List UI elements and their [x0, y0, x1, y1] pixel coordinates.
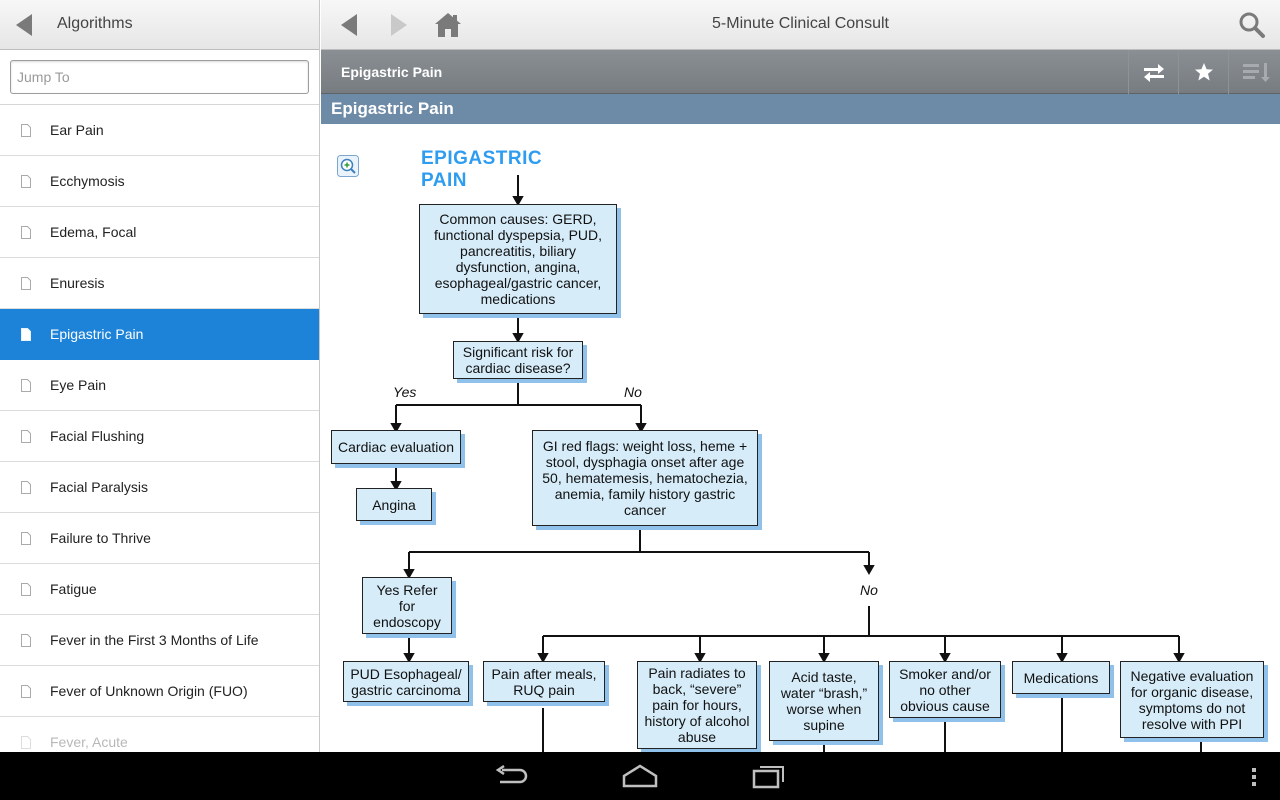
system-navigation-bar: [0, 752, 1280, 800]
recent-apps-icon[interactable]: [751, 762, 787, 790]
list-item-label: Ear Pain: [50, 122, 104, 138]
flow-node-refer-endoscopy: Yes Refer for endoscopy: [362, 577, 452, 634]
list-item[interactable]: Facial Flushing: [0, 411, 319, 462]
swap-button[interactable]: [1128, 50, 1178, 94]
flow-node-pain-radiates: Pain radiates to back, “severe” pain for…: [637, 661, 757, 749]
list-item-label: Fever, Acute: [50, 734, 128, 750]
favorite-button[interactable]: [1178, 50, 1228, 94]
list-item-label: Facial Flushing: [50, 428, 145, 444]
list-item-label: Eye Pain: [50, 377, 107, 393]
zoom-in-icon[interactable]: [337, 155, 359, 177]
list-item[interactable]: Fever of Unknown Origin (FUO): [0, 666, 319, 717]
document-icon: [21, 328, 31, 341]
app-title: 5-Minute Clinical Consult: [712, 15, 889, 32]
home-icon[interactable]: [433, 10, 463, 40]
document-icon: [21, 685, 31, 698]
forward-arrow-icon[interactable]: [385, 10, 415, 40]
list-item-label: Edema, Focal: [50, 224, 137, 240]
document-icon: [21, 379, 31, 392]
flow-node-cardiac-evaluation: Cardiac evaluation: [331, 430, 461, 464]
document-icon: [21, 226, 31, 239]
star-icon: [1195, 63, 1213, 81]
list-item[interactable]: Fatigue: [0, 564, 319, 615]
jump-to-input[interactable]: [10, 60, 309, 94]
sidebar-header: Algorithms: [0, 0, 319, 50]
sort-list-icon: [1243, 63, 1270, 82]
flow-label-yes: Yes: [393, 384, 417, 400]
list-item[interactable]: Eye Pain: [0, 360, 319, 411]
algorithms-sidebar: Algorithms Ear Pain Ecchymosis Edema, Fo…: [0, 0, 320, 752]
document-icon: [21, 736, 31, 749]
section-header: Epigastric Pain: [321, 94, 1280, 124]
top-toolbar: 5-Minute Clinical Consult: [321, 0, 1280, 50]
jump-to-container: [0, 50, 319, 105]
algorithm-list: Ear Pain Ecchymosis Edema, Focal Enuresi…: [0, 105, 319, 752]
back-arrow-icon[interactable]: [333, 10, 363, 40]
list-item[interactable]: Ear Pain: [0, 105, 319, 156]
list-item[interactable]: Fever in the First 3 Months of Life: [0, 615, 319, 666]
flow-node-pud-carcinoma: PUD Esophageal/ gastric carcinoma: [343, 661, 469, 702]
list-item[interactable]: Edema, Focal: [0, 207, 319, 258]
overflow-menu-icon[interactable]: [1248, 766, 1260, 788]
algorithm-content: Epigastric Pain EPIGASTRIC PAIN: [321, 94, 1280, 752]
document-icon: [21, 481, 31, 494]
list-item[interactable]: Facial Paralysis: [0, 462, 319, 513]
flowchart-title: EPIGASTRIC PAIN: [421, 148, 543, 191]
flow-node-cardiac-risk: Significant risk for cardiac disease?: [453, 341, 583, 379]
content-toolbar: Epigastric Pain: [321, 50, 1280, 94]
flow-label-no-second: No: [860, 582, 878, 598]
home-nav-icon[interactable]: [621, 762, 659, 790]
flow-node-medications: Medications: [1012, 661, 1110, 694]
list-item[interactable]: Ecchymosis: [0, 156, 319, 207]
flow-label-no: No: [624, 384, 642, 400]
list-item-label: Failure to Thrive: [50, 530, 151, 546]
document-icon: [21, 175, 31, 188]
search-icon[interactable]: [1238, 11, 1266, 39]
flow-node-gi-red-flags: GI red flags: weight loss, heme + stool,…: [532, 430, 758, 526]
flow-node-common-causes: Common causes: GERD, functional dyspepsi…: [419, 204, 617, 314]
flow-node-acid-taste: Acid taste, water “brash,” worse when su…: [769, 661, 879, 741]
back-nav-icon[interactable]: [494, 762, 530, 790]
list-item[interactable]: Enuresis: [0, 258, 319, 309]
swap-arrows-icon: [1144, 64, 1164, 82]
sort-button[interactable]: [1228, 50, 1278, 94]
flow-node-pain-after-meals: Pain after meals, RUQ pain: [483, 661, 605, 702]
list-item[interactable]: Failure to Thrive: [0, 513, 319, 564]
document-icon: [21, 583, 31, 596]
flow-node-angina: Angina: [356, 488, 432, 521]
document-icon: [21, 430, 31, 443]
list-item[interactable]: Fever, Acute: [0, 717, 319, 752]
document-icon: [21, 634, 31, 647]
content-title: Epigastric Pain: [341, 64, 443, 80]
back-arrow-icon[interactable]: [10, 12, 38, 38]
list-item-label: Fever of Unknown Origin (FUO): [50, 683, 248, 699]
document-icon: [21, 124, 31, 137]
list-item-label: Enuresis: [50, 275, 105, 291]
document-icon: [21, 532, 31, 545]
list-item-label: Fever in the First 3 Months of Life: [50, 632, 259, 648]
list-item-label: Epigastric Pain: [50, 326, 144, 342]
document-icon: [21, 277, 31, 290]
flow-node-negative-evaluation: Negative evaluation for organic disease,…: [1120, 661, 1264, 738]
list-item-label: Facial Paralysis: [50, 479, 149, 495]
sidebar-title: Algorithms: [57, 15, 133, 32]
flowchart-connectors: [390, 175, 1202, 752]
list-item-label: Ecchymosis: [50, 173, 125, 189]
flow-node-smoker: Smoker and/or no other obvious cause: [889, 661, 1001, 718]
list-item-selected[interactable]: Epigastric Pain: [0, 309, 319, 360]
list-item-label: Fatigue: [50, 581, 97, 597]
